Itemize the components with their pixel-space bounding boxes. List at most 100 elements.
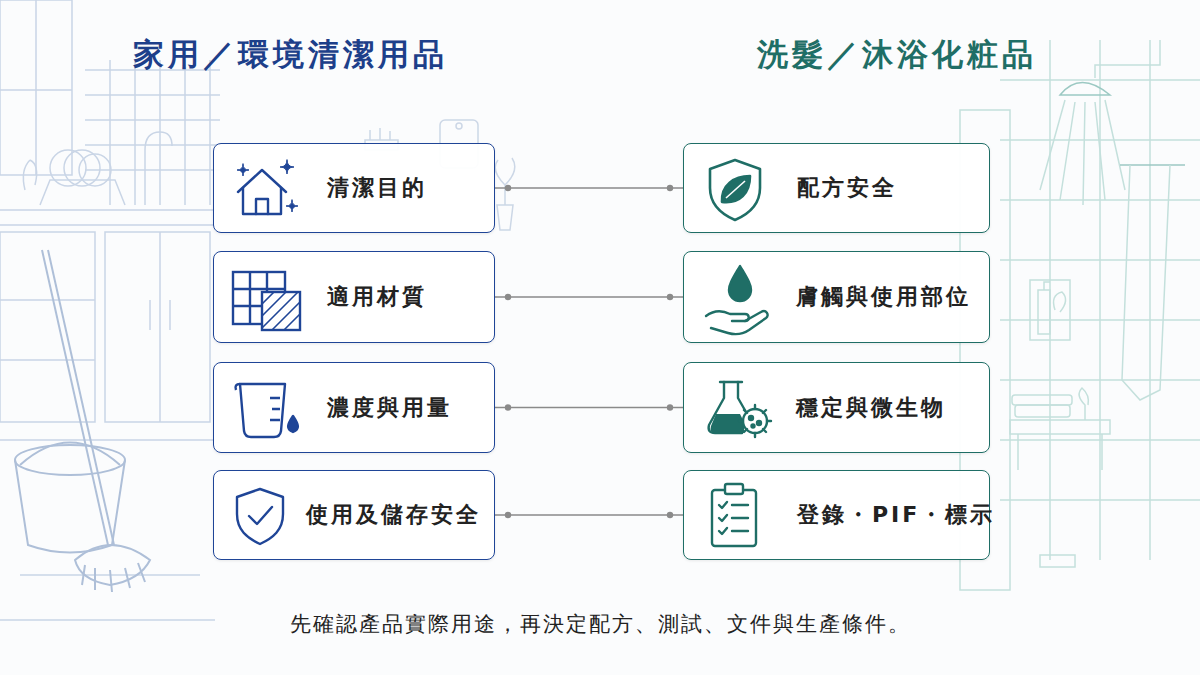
kitchen-sketch-part: [105, 232, 210, 422]
box-label: 穩定與微生物: [796, 393, 946, 423]
kitchen-sketch-part: [149, 300, 151, 330]
tiles-icon-part: [262, 292, 300, 330]
bathroom-sketch-part: [1095, 40, 1160, 78]
mop-and-bucket-part: [82, 563, 145, 592]
kitchen-sketch-part: [23, 160, 36, 190]
clipboard-icon-part: [719, 528, 748, 534]
kitchen-sketch-part: [50, 150, 86, 186]
connector-line: [495, 187, 683, 189]
connector-dot: [667, 404, 673, 410]
bathroom-sketch-part: [1122, 165, 1170, 400]
kitchen-sketch-part: [40, 180, 125, 205]
house-sparkle-icon-part: [237, 164, 249, 176]
mop-and-bucket: [15, 250, 150, 592]
kitchen-sketch-part: [0, 439, 215, 441]
shield-check-icon: [237, 489, 283, 544]
flask-microbe-icon-part: [752, 425, 755, 428]
bathroom-sketch: [960, 40, 1200, 590]
kitchen-sketch-part: [159, 232, 161, 422]
tiles-icon-part: [233, 272, 285, 324]
connector-dot: [505, 294, 511, 300]
shield-check-icon-part: [249, 507, 272, 524]
kitchen-sketch-part: [35, 0, 37, 175]
bathroom-sketch-part: [1079, 388, 1088, 420]
connector-dot: [667, 185, 673, 191]
tiles-icon-part: [233, 272, 285, 324]
box-label: 濃度與用量: [327, 393, 452, 423]
flask-microbe-icon-part: [749, 416, 753, 420]
box-label: 登錄・PIF・標示: [797, 500, 995, 530]
connector-dot: [667, 294, 673, 300]
shield-check-icon-part: [237, 489, 283, 544]
topic-box: 使用及儲存安全: [213, 470, 495, 560]
mop-and-bucket-part: [48, 250, 114, 545]
house-sparkle-icon: [237, 160, 298, 214]
kitchen-sketch-part: [0, 224, 215, 226]
shield-leaf-icon-part: [722, 176, 750, 202]
kitchen-sketch-part: [79, 154, 111, 186]
counter-items-part: [456, 123, 462, 129]
flask-microbe-icon-part: [709, 382, 742, 433]
bathroom-sketch-part: [1054, 292, 1066, 312]
topic-box: 濃度與用量: [213, 362, 495, 453]
counter-items-part: [495, 158, 515, 230]
topic-box: 清潔目的: [213, 143, 495, 233]
measuring-cup-icon-part: [270, 398, 280, 420]
clipboard-icon-part: [719, 515, 748, 521]
connector-line: [495, 514, 683, 516]
measuring-cup-icon: [236, 384, 298, 437]
kitchen-sketch-part: [0, 209, 215, 211]
flask-microbe-icon-part: [757, 421, 761, 425]
measuring-cup-icon-part: [236, 384, 241, 390]
tiles-icon-part: [262, 292, 300, 330]
connector-dot: [505, 185, 511, 191]
flask-microbe-icon: [709, 382, 771, 437]
house-sparkle-icon-part: [286, 200, 298, 212]
house-sparkle-icon-part: [256, 199, 268, 214]
topic-box: 登錄・PIF・標示: [683, 470, 990, 560]
topic-box: 配方安全: [683, 143, 990, 233]
mop-and-bucket-part: [20, 443, 120, 466]
connector-dot: [667, 512, 673, 518]
hand-drop-icon-part: [729, 266, 751, 301]
box-label: 使用及儲存安全: [306, 500, 481, 530]
hand-drop-icon: [706, 266, 768, 334]
kitchen-sketch-part: [0, 299, 95, 301]
bathroom-sketch-part: [1040, 100, 1125, 205]
flask-microbe-icon-part: [711, 414, 745, 433]
flask-microbe-icon-part: [720, 381, 742, 383]
flask-microbe-icon-part: [739, 405, 771, 437]
connector-dot: [505, 404, 511, 410]
kitchen-sketch-part: [0, 0, 72, 175]
bathroom-sketch-part: [1010, 420, 1110, 434]
kitchen-sketch-part: [0, 359, 95, 361]
bathroom-sketch-part: [1015, 405, 1070, 417]
bathroom-sketch-part: [1040, 555, 1075, 567]
column-heading: 洗髮／沐浴化粧品: [757, 34, 1037, 76]
kitchen-sketch: [0, 0, 220, 620]
connector-line: [495, 407, 683, 409]
hand-drop-icon-part: [711, 311, 768, 334]
clipboard-icon-part: [725, 484, 743, 494]
clipboard-icon: [712, 484, 756, 546]
topic-box: 適用材質: [213, 251, 495, 343]
topic-box: 膚觸與使用部位: [683, 251, 990, 343]
kitchen-sketch-part: [0, 575, 215, 620]
box-label: 適用材質: [327, 282, 427, 312]
shield-leaf-icon-part: [710, 160, 760, 220]
clipboard-icon-part: [712, 490, 756, 546]
flask-microbe-icon-part: [738, 382, 746, 412]
kitchen-sketch-part: [64, 150, 100, 186]
bathroom-sketch-part: [1000, 40, 1200, 560]
column-heading: 家用／環境清潔用品: [133, 34, 448, 76]
kitchen-sketch-part: [169, 300, 171, 330]
bathroom-sketch-part: [1012, 395, 1072, 405]
caption: 先確認產品實際用途，再決定配方、測試、文件與生產條件。: [0, 610, 1200, 638]
house-sparkle-icon-part: [238, 170, 286, 192]
bathroom-sketch-part: [1060, 83, 1110, 96]
flask-microbe-icon-part: [743, 409, 767, 433]
measuring-cup-icon-part: [288, 416, 298, 432]
